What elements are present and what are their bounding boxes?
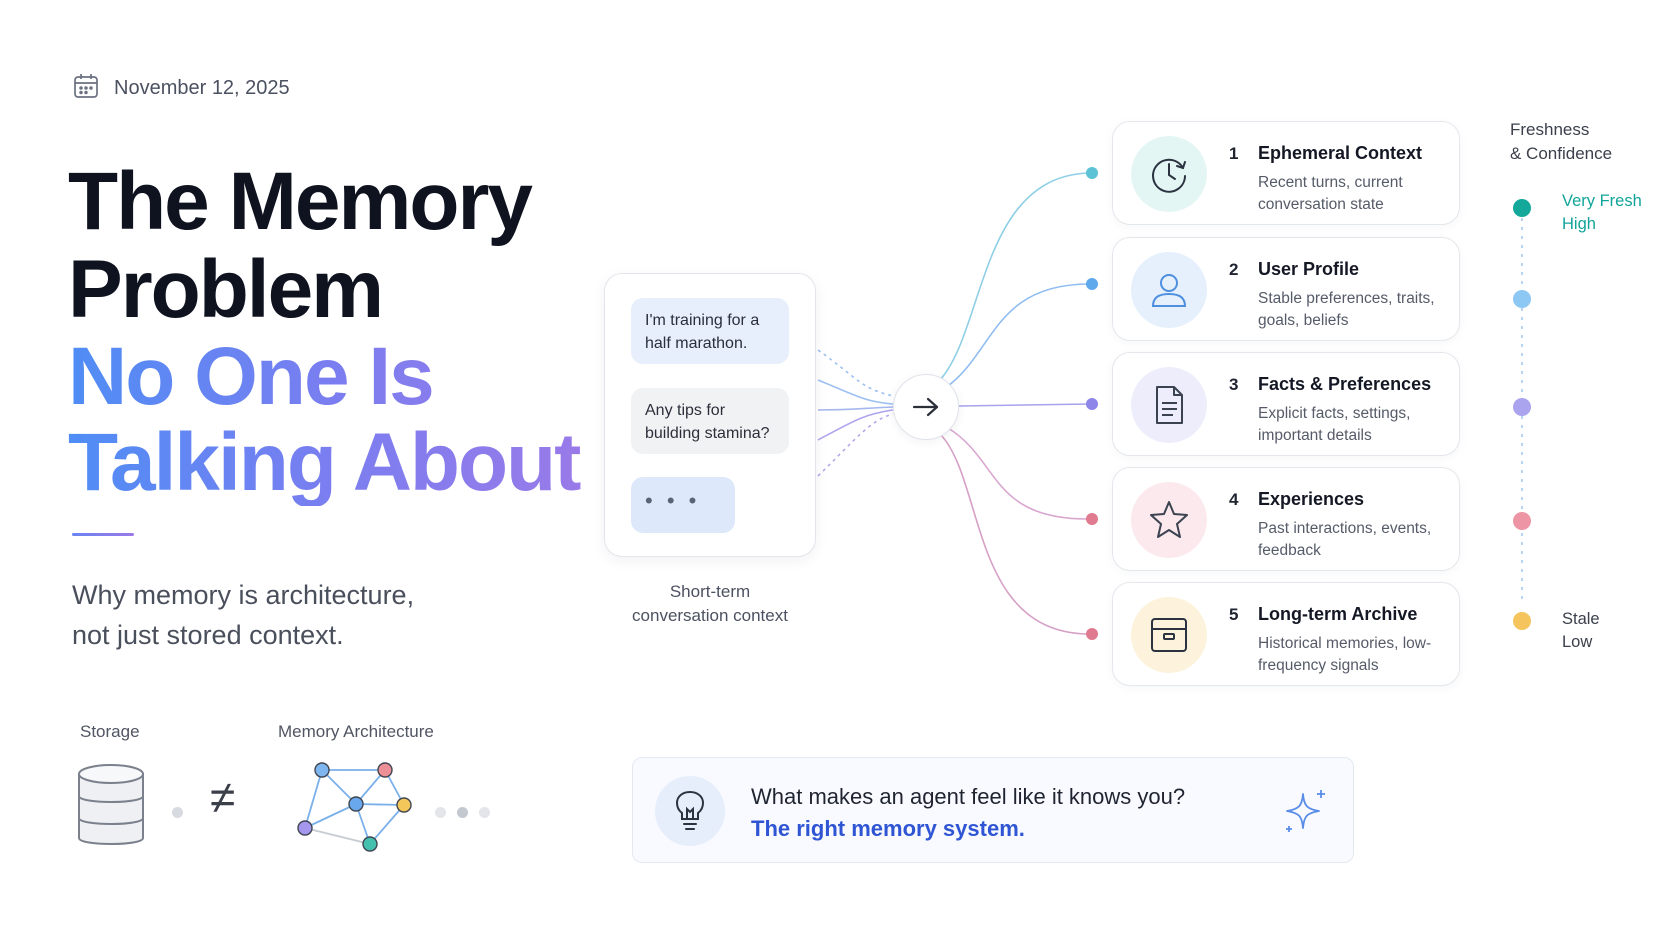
archive-box-icon: [1131, 597, 1207, 673]
storage-label: Storage: [80, 722, 140, 741]
memory-title: Long-term Archive: [1258, 604, 1418, 624]
lightbulb-icon: [655, 776, 725, 846]
router-hub: [893, 374, 959, 440]
clock-icon: [1131, 136, 1207, 212]
memory-card-user-profile: 2 User Profile Stable preferences, trait…: [1112, 237, 1460, 341]
title-line-2: Problem: [68, 244, 384, 335]
trail-dot: [479, 807, 490, 818]
memory-description: Past interactions, events, feedback: [1258, 520, 1432, 559]
question-banner: What makes an agent feel like it knows y…: [632, 757, 1354, 863]
subtitle-line-2: not just stored context.: [72, 620, 344, 650]
document-icon: [1131, 367, 1207, 443]
memory-number: 4: [1229, 490, 1239, 509]
database-icon: [76, 762, 146, 857]
architecture-label: Memory Architecture: [278, 722, 434, 741]
date-row: November 12, 2025: [72, 72, 290, 105]
freshness-heading-line-1: Freshness: [1510, 120, 1590, 139]
star-icon: [1131, 482, 1207, 558]
memory-description: Recent turns, current conversation state: [1258, 174, 1403, 213]
chat-bubble-user: I'm training for a half marathon.: [631, 298, 789, 364]
question-text: What makes an agent feel like it knows y…: [751, 784, 1186, 809]
date-text: November 12, 2025: [114, 77, 290, 99]
freshness-high-line-1: Very Fresh: [1562, 192, 1642, 210]
freshness-low-line-2: Low: [1562, 633, 1593, 651]
freshness-heading: Freshness & Confidence: [1510, 118, 1612, 166]
typing-indicator: • • •: [631, 477, 735, 533]
user-icon: [1131, 252, 1207, 328]
freshness-low-line-1: Stale: [1562, 610, 1600, 628]
memory-title: Facts & Preferences: [1258, 374, 1432, 394]
memory-card-facts: 3 Facts & Preferences Explicit facts, se…: [1112, 352, 1460, 456]
page-title: The Memory Problem No One Is Talking Abo…: [68, 158, 588, 506]
chat-card: I'm training for a half marathon. Any ti…: [604, 273, 816, 557]
arrow-right-icon: [912, 397, 939, 417]
chat-caption-line-2: conversation context: [632, 606, 788, 625]
memory-card-ephemeral: 1 Ephemeral Context Recent turns, curren…: [1112, 121, 1460, 225]
chat-bubble-user: Any tips for building stamina?: [631, 388, 789, 454]
freshness-dot: [1513, 290, 1531, 308]
chat-caption-line-1: Short-term: [669, 582, 751, 601]
memory-number: 3: [1229, 375, 1239, 394]
freshness-low-label: Stale Low: [1562, 608, 1600, 654]
title-line-3: No One Is: [68, 334, 588, 420]
memory-title: Ephemeral Context: [1258, 143, 1423, 163]
freshness-high-label: Very Fresh High: [1562, 190, 1642, 236]
memory-card-archive: 5 Long-term Archive Historical memories,…: [1112, 582, 1460, 686]
trail-dot: [457, 807, 468, 818]
title-line-1: The Memory: [68, 156, 533, 247]
network-graph-icon: [292, 758, 422, 863]
calendar-icon: [72, 72, 100, 105]
trail-dot: [435, 807, 446, 818]
freshness-high-line-2: High: [1562, 215, 1596, 233]
title-underline: [72, 533, 134, 536]
memory-description: Historical memories, low-frequency signa…: [1258, 635, 1432, 674]
subtitle: Why memory is architecture, not just sto…: [72, 575, 492, 655]
memory-number: 1: [1229, 144, 1239, 163]
memory-title: Experiences: [1258, 489, 1365, 509]
freshness-dot: [1513, 512, 1531, 530]
answer-text: The right memory system.: [751, 816, 1025, 841]
memory-description: Explicit facts, settings, important deta…: [1258, 405, 1411, 444]
title-line-4: Talking About: [68, 420, 588, 506]
sparkle-icon: [1283, 788, 1327, 839]
memory-description: Stable preferences, traits, goals, belie…: [1258, 290, 1435, 329]
freshness-heading-line-2: & Confidence: [1510, 144, 1613, 163]
memory-number: 2: [1229, 260, 1239, 279]
chat-caption: Short-term conversation context: [604, 580, 816, 628]
separator-dot: [172, 807, 183, 818]
not-equal-sign: ≠: [210, 771, 236, 823]
subtitle-line-1: Why memory is architecture,: [72, 580, 415, 610]
freshness-dot: [1513, 398, 1531, 416]
freshness-dot: [1513, 199, 1531, 217]
memory-number: 5: [1229, 605, 1239, 624]
memory-card-experiences: 4 Experiences Past interactions, events,…: [1112, 467, 1460, 571]
freshness-dot: [1513, 612, 1531, 630]
memory-title: User Profile: [1258, 259, 1360, 279]
